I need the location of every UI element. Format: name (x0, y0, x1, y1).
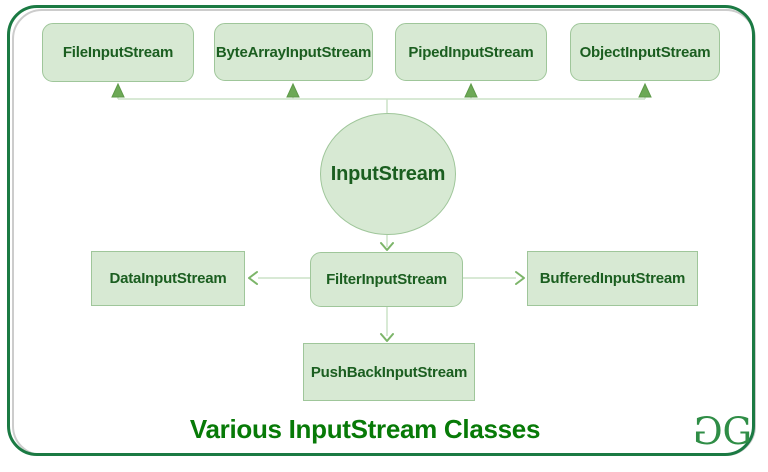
node-label: InputStream (330, 162, 446, 185)
arrowhead-to-filterinputstream (380, 242, 394, 251)
node-label: DataInputStream (109, 270, 227, 287)
node-objectinputstream: ObjectInputStream (570, 23, 720, 81)
arrowhead-to-bufferedinputstream (515, 271, 525, 285)
arrowhead-to-bytearrayinputstream (286, 82, 300, 98)
connector-top-bus (117, 96, 646, 113)
arrowhead-to-fileinputstream (111, 82, 125, 98)
node-inputstream-root: InputStream (320, 113, 456, 235)
arrowhead-to-datainputstream (248, 271, 258, 285)
node-label: ByteArrayInputStream (215, 43, 372, 61)
arrowhead-to-pushbackinputstream (380, 333, 394, 342)
geeksforgeeks-logo-icon: GG (694, 410, 752, 454)
node-pipedinputstream: PipedInputStream (395, 23, 547, 81)
arrowhead-to-pipedinputstream (464, 82, 478, 98)
node-label: FilterInputStream (326, 271, 447, 288)
node-datainputstream: DataInputStream (91, 251, 245, 306)
node-label: PushBackInputStream (310, 363, 468, 381)
node-label: ObjectInputStream (579, 43, 711, 61)
node-filterinputstream: FilterInputStream (310, 252, 463, 307)
node-bytearrayinputstream: ByteArrayInputStream (214, 23, 373, 81)
frame-border (7, 5, 755, 456)
node-fileinputstream: FileInputStream (42, 23, 194, 82)
arrowhead-to-objectinputstream (638, 82, 652, 98)
logo-glyph-mirrored-g: G (694, 410, 723, 453)
node-bufferedinputstream: BufferedInputStream (527, 251, 698, 306)
logo-glyph-g: G (722, 410, 752, 453)
node-label: FileInputStream (62, 44, 174, 61)
node-label: BufferedInputStream (539, 270, 686, 287)
node-pushbackinputstream: PushBackInputStream (303, 343, 475, 401)
node-label: PipedInputStream (408, 43, 534, 61)
diagram-title: Various InputStream Classes (189, 414, 541, 444)
